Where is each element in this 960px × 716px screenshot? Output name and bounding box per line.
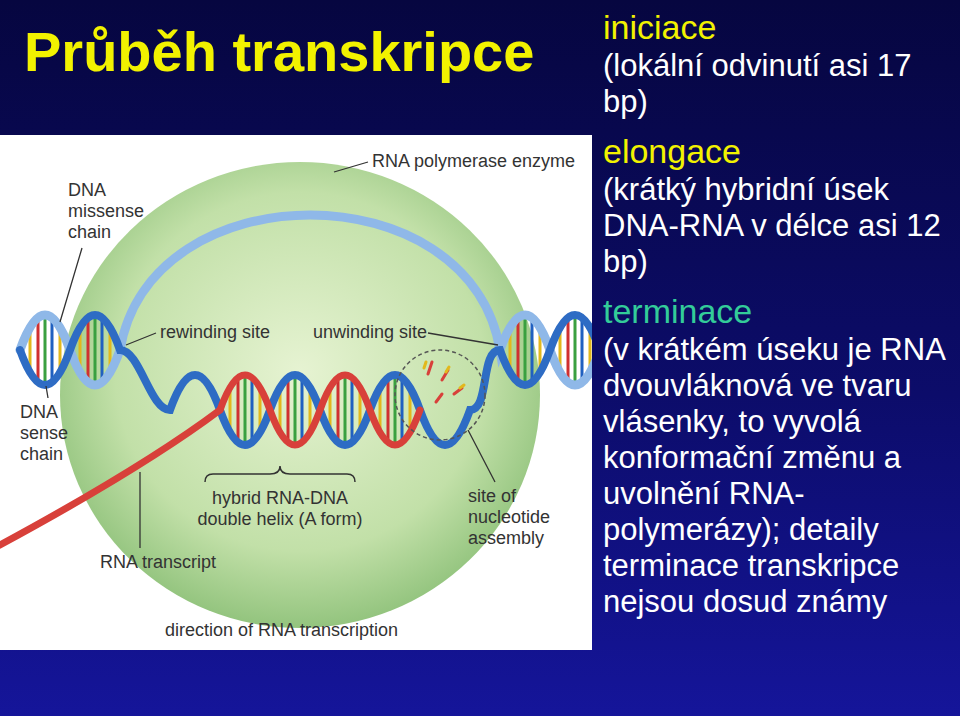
figure-label: RNA polymerase enzyme [372,151,575,172]
bracket [205,466,355,482]
assembly-site-ring [395,350,485,440]
stage-column: iniciace(lokální odvinutí asi 17 bp) elon… [603,6,953,620]
label-spot: DNA sense chain [20,402,78,465]
free-nucleotide [424,362,464,388]
label-spot: unwinding site [313,322,427,343]
polymerase-body [60,162,540,628]
figure-label: direction of RNA transcription [165,620,398,641]
sense-strand [20,315,592,445]
label-spot: hybrid RNA-DNA double helix (A form) [190,488,370,530]
leader-line [46,162,498,548]
rna-strand [220,375,420,445]
label-spot: site of nucleotide assembly [468,486,558,549]
figure-label: rewinding site [160,322,270,343]
label-spot: DNA missense chain [68,180,156,243]
title-area: Průběh transkripce [24,20,534,84]
figure-label: site of nucleotide assembly [468,486,558,549]
label-spot: direction of RNA transcription [165,620,398,641]
stage-heading: iniciace [603,6,953,48]
figure-label: RNA transcript [100,552,216,573]
stage-note: (krátký hybridní úsek DNA-RNA v délce as… [603,172,953,280]
figure-label: hybrid RNA-DNA double helix (A form) [190,488,370,530]
figure-label: DNA missense chain [68,180,156,243]
figure-label: DNA sense chain [20,402,78,465]
label-spot: RNA polymerase enzyme [372,151,575,172]
figure-label: unwinding site [313,322,427,343]
stage-heading: terminace [603,290,953,332]
label-spot: rewinding site [160,322,270,343]
stage-heading: elongace [603,130,953,172]
stage-note: (lokální odvinutí asi 17 bp) [603,48,953,120]
free-nucleotide [428,362,462,402]
slide-title: Průběh transkripce [24,20,534,84]
stage-note: (v krátkém úseku je RNA dvouvláknová ve … [603,332,953,620]
label-spot: RNA transcript [100,552,216,573]
